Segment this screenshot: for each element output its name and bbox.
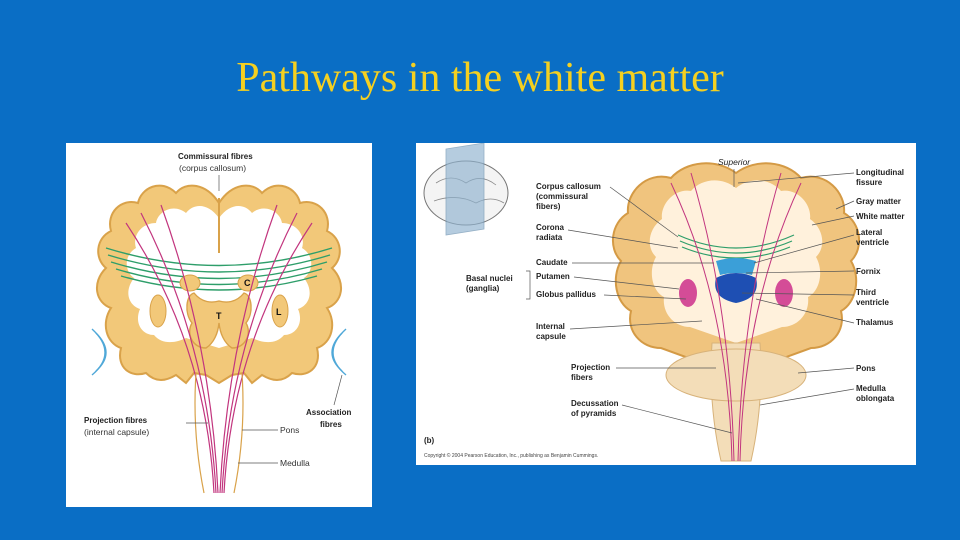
medulla-oblongata-label-2: oblongata bbox=[856, 394, 895, 403]
projection-fibres-label: Projection fibres bbox=[84, 416, 148, 425]
pons-label: Pons bbox=[280, 425, 299, 435]
thalamus-label: Thalamus bbox=[856, 318, 894, 327]
medulla-oblongata-label-1: Medulla bbox=[856, 384, 886, 393]
lateral-ventricle-label-1: Lateral bbox=[856, 228, 882, 237]
association-fibres-label-2: fibres bbox=[320, 420, 342, 429]
white-matter-label: White matter bbox=[856, 212, 904, 221]
fornix-label: Fornix bbox=[856, 267, 881, 276]
caudate-label: Caudate bbox=[536, 258, 568, 267]
orientation-reference-brain bbox=[423, 143, 509, 236]
gray-matter-label: Gray matter bbox=[856, 197, 901, 206]
longitudinal-fissure-label-2: fissure bbox=[856, 178, 883, 187]
thalamus-letter: T bbox=[216, 311, 222, 321]
medulla-label: Medulla bbox=[280, 458, 310, 468]
right-brain-diagram: Corpus callosum (commissural fibers) Cor… bbox=[416, 143, 916, 465]
internal-capsule-label: (internal capsule) bbox=[84, 427, 149, 437]
projection-fibres bbox=[125, 204, 313, 494]
deep-nuclei: T C L bbox=[149, 274, 289, 349]
projection-fibers-label-2: fibers bbox=[571, 373, 593, 382]
copyright-notice: Copyright © 2004 Pearson Education, Inc.… bbox=[424, 452, 598, 459]
globus-pallidus-label: Globus pallidus bbox=[536, 290, 597, 299]
internal-capsule-label-2: capsule bbox=[536, 332, 566, 341]
lateral-ventricle-label-2: ventricle bbox=[856, 238, 889, 247]
corona-radiata-label-1: Corona bbox=[536, 223, 565, 232]
panel-letter: (b) bbox=[424, 436, 435, 445]
lentiform-letter: L bbox=[276, 307, 282, 317]
slide-title: Pathways in the white matter bbox=[236, 55, 724, 101]
corpus-callosum-label-1: Corpus callosum bbox=[536, 182, 601, 191]
corpus-callosum-label: (corpus callosum) bbox=[179, 163, 246, 173]
third-ventricle-label-2: ventricle bbox=[856, 298, 889, 307]
internal-capsule-label-1: Internal bbox=[536, 322, 565, 331]
projection-fibers-label-1: Projection bbox=[571, 363, 610, 372]
basal-nuclei-label-1: Basal nuclei bbox=[466, 274, 513, 283]
decussation-label-1: Decussation bbox=[571, 399, 619, 408]
labeled-coronal-section: Corpus callosum (commissural fibers) Cor… bbox=[416, 143, 916, 465]
coronal-section-illustration: T C L Commissural fibres (corpus callosu… bbox=[66, 143, 372, 507]
association-fibres-label-1: Association bbox=[306, 408, 351, 417]
association-fibres bbox=[91, 328, 347, 376]
decussation-label-2: of pyramids bbox=[571, 409, 617, 418]
left-brain-diagram: T C L Commissural fibres (corpus callosu… bbox=[66, 143, 372, 507]
corona-radiata-label-2: radiata bbox=[536, 233, 563, 242]
third-ventricle-label-1: Third bbox=[856, 288, 876, 297]
putamen-label: Putamen bbox=[536, 272, 570, 281]
commissural-fibres-label: Commissural fibres bbox=[178, 152, 253, 161]
corpus-callosum-label-2: (commissural bbox=[536, 192, 588, 201]
longitudinal-fissure-label-1: Longitudinal bbox=[856, 168, 904, 177]
caudate-letter: C bbox=[244, 278, 251, 288]
superior-label: Superior bbox=[718, 157, 751, 167]
main-coronal-brain bbox=[612, 162, 860, 462]
basal-nuclei-label-2: (ganglia) bbox=[466, 284, 500, 293]
corpus-callosum-label-3: fibers) bbox=[536, 202, 561, 211]
commissural-fibres bbox=[105, 247, 333, 291]
pons-label-right: Pons bbox=[856, 364, 876, 373]
